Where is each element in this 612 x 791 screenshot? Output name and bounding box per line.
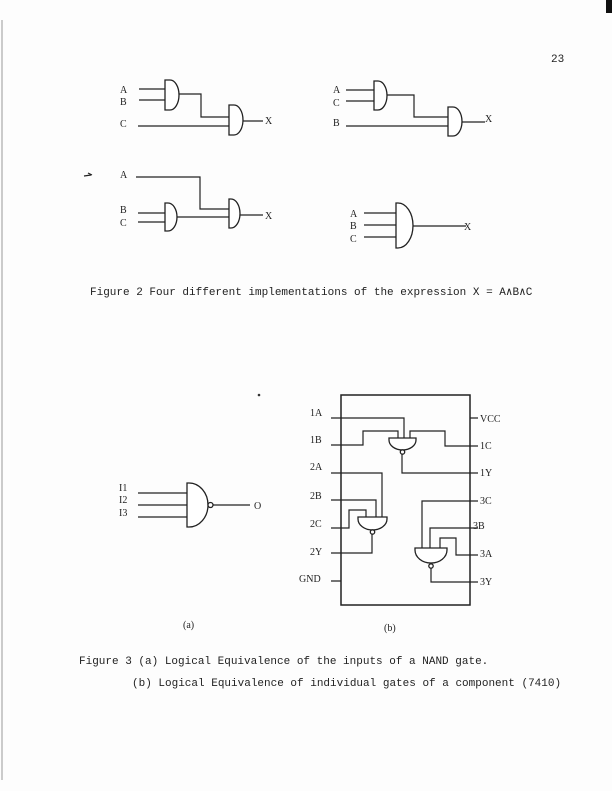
and-gate (164, 79, 180, 111)
and-gate (164, 202, 178, 232)
pin-2c: 2C (310, 519, 322, 530)
nand-gate-1 (388, 437, 417, 451)
input-label-i2: I2 (119, 495, 127, 506)
inversion-bubble (399, 449, 406, 455)
input-label-i1: I1 (119, 483, 127, 494)
scan-scribble (83, 172, 93, 177)
pin-2b: 2B (310, 491, 322, 502)
input-label-c: C (120, 119, 127, 130)
input-label-b: B (333, 118, 340, 129)
figure3-caption-a: Figure 3 (a) Logical Equivalence of the … (79, 656, 488, 668)
input-label-a: A (120, 85, 128, 96)
input-label-b: B (120, 97, 127, 108)
figure2-circuit1: A B C X (120, 79, 273, 136)
input-label-a: A (350, 209, 358, 220)
nand-gate-3 (414, 547, 448, 564)
figure2-circuit4: A B C X (350, 202, 472, 249)
figure2-caption: Figure 2 Four different implementations … (90, 287, 533, 299)
figure3b-7410: 1A 1B 2A 2B 2C 2Y GND VCC 1C 1Y 3C 3B 3A… (299, 394, 501, 634)
input-label-a: A (333, 85, 341, 96)
and-gate (447, 106, 463, 137)
figure2-circuit3: A B C X (83, 170, 273, 232)
inversion-bubble (369, 529, 376, 535)
pin-1y: 1Y (480, 468, 492, 479)
subfigure-label-b: (b) (384, 623, 396, 634)
input-label-c: C (333, 98, 340, 109)
output-label: X (265, 211, 273, 222)
nand-gate (186, 482, 209, 528)
and-gate (228, 104, 244, 136)
subfigure-label-a: (a) (183, 620, 194, 631)
pin-gnd: GND (299, 574, 321, 585)
pin-1c: 1C (480, 441, 492, 452)
pin-2a: 2A (310, 462, 323, 473)
scan-speck (257, 393, 261, 397)
input-label-b: B (120, 205, 127, 216)
pin-1b: 1B (310, 435, 322, 446)
pin-2y: 2Y (310, 547, 322, 558)
pin-vcc: VCC (480, 414, 501, 425)
input-label-a: A (120, 170, 128, 181)
figure3-caption-b: (b) Logical Equivalence of individual ga… (132, 678, 561, 690)
input-label-i3: I3 (119, 508, 127, 519)
output-label: X (485, 114, 493, 125)
output-label: X (464, 222, 472, 233)
page-number: 23 (551, 54, 564, 66)
input-label-c: C (350, 234, 357, 245)
pin-1a: 1A (310, 408, 323, 419)
pin-3c: 3C (480, 496, 492, 507)
input-label-c: C (120, 218, 127, 229)
pin-3b: 3B (473, 521, 485, 532)
output-label: O (254, 501, 261, 512)
inversion-bubble (428, 563, 434, 569)
and-gate (228, 198, 241, 229)
input-label-b: B (350, 221, 357, 232)
inversion-bubble (207, 501, 214, 509)
pin-3a: 3A (480, 549, 493, 560)
scan-mark (606, 0, 612, 13)
nand-gate-2 (357, 516, 388, 531)
and-gate (395, 202, 414, 249)
figure2-circuit2: A C B X (333, 80, 493, 137)
output-label: X (265, 116, 273, 127)
figure3a-nand: I1 I2 I3 O (a) (119, 482, 261, 631)
pin-3y: 3Y (480, 577, 492, 588)
and-gate (373, 80, 388, 111)
